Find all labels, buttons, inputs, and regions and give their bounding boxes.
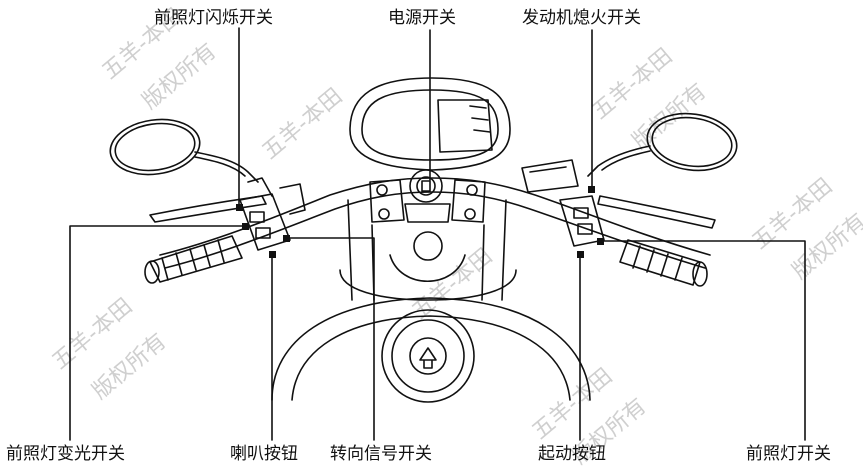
left-mirror: [109, 118, 201, 176]
label-engine-stop-switch: 发动机熄火开关: [522, 8, 641, 28]
label-horn-button: 喇叭按钮: [230, 444, 298, 464]
right-grip: [619, 239, 701, 286]
watermark-group: 五羊-本田 版权所有 五羊-本田 版权所有 五羊-本田 版权所有 五羊-本田 版…: [48, 4, 863, 470]
right-mirror-stem: [587, 145, 651, 177]
label-headlight-switch: 前照灯开关: [746, 444, 831, 464]
leader-markers: [236, 186, 604, 258]
label-start-button: 起动按钮: [538, 444, 606, 464]
label-headlight-dimmer-switch: 前照灯变光开关: [6, 444, 125, 464]
leader-dimmer: [69, 225, 245, 441]
watermark-line1: 五羊-本田: [258, 84, 348, 165]
fuel-tank: [271, 297, 591, 401]
right-lever: [597, 195, 716, 229]
fuel-cap: [381, 309, 475, 403]
top-clamp: [369, 179, 486, 223]
label-turn-signal-switch: 转向信号开关: [330, 444, 432, 464]
right-mirror: [646, 112, 738, 172]
leader-turn-signal: [285, 237, 375, 441]
left-mirror-stem: [194, 151, 259, 183]
leader-headlight: [599, 240, 806, 441]
left-lever: [149, 195, 267, 223]
label-headlight-flash-switch: 前照灯闪烁开关: [154, 8, 273, 28]
handlebar: [159, 177, 711, 256]
instrument-cluster: [349, 77, 511, 171]
label-power-switch: 电源开关: [388, 8, 456, 28]
ignition-switch: [409, 169, 443, 203]
